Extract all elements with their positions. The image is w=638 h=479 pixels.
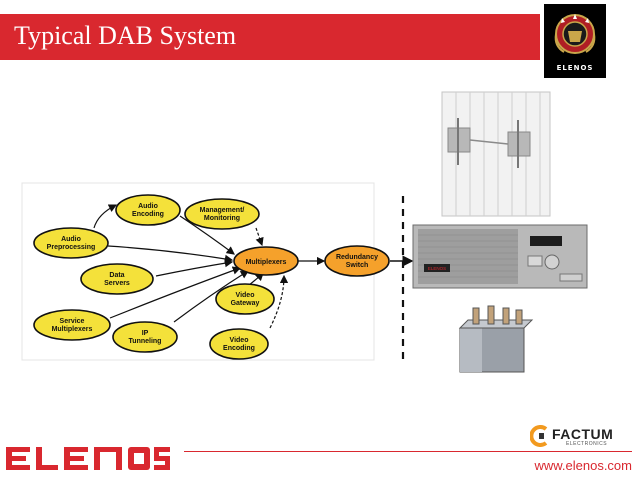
node-ip-tunneling xyxy=(112,321,178,353)
label-multiplexers: Multiplexers xyxy=(246,259,287,266)
slide-title: Typical DAB System xyxy=(14,21,237,50)
factum-name: FACTUM xyxy=(552,426,614,442)
footer-divider xyxy=(184,451,632,452)
elenos-wordmark-icon xyxy=(6,447,170,470)
factum-logo: FACTUM ELECTRONICS xyxy=(530,425,626,449)
arrow-ip-to-mux xyxy=(173,270,250,323)
factum-c-icon xyxy=(530,425,548,447)
node-video-gateway xyxy=(215,283,275,315)
arrow-data-to-mux xyxy=(155,259,234,277)
node-management-monitoring xyxy=(184,198,260,230)
arrow-video-encoding-to-mux xyxy=(269,274,289,329)
arrow-encoding-to-mux xyxy=(179,215,235,255)
arrow-preprocessing-to-encoding xyxy=(93,204,118,229)
elenos-badge-logo: ELENOS xyxy=(544,4,606,78)
label-management-monitoring: Management/Monitoring xyxy=(200,207,245,222)
node-service-multiplexers xyxy=(33,309,111,341)
node-audio-encoding xyxy=(115,194,181,226)
arrow-preprocessing-to-mux xyxy=(107,245,234,264)
node-video-encoding xyxy=(209,328,269,360)
title-bar: Typical DAB System xyxy=(0,14,540,60)
node-data-servers xyxy=(80,263,154,295)
badge-emblem-icon xyxy=(554,14,596,54)
node-redundancy-switch xyxy=(324,245,390,277)
transmitter-image: ELENOS xyxy=(412,224,588,289)
arrow-management-to-mux xyxy=(255,227,264,247)
filter-combiner-image xyxy=(458,305,534,373)
node-multiplexers xyxy=(233,246,299,276)
arrow-service-mux-to-mux xyxy=(109,266,242,319)
transmitter-label: ELENOS xyxy=(428,266,446,271)
elenos-footer-logo xyxy=(6,447,170,471)
antenna-panel-image xyxy=(441,91,551,217)
node-audio-preprocessing xyxy=(33,227,109,259)
website-link[interactable]: www.elenos.com xyxy=(534,458,632,473)
factum-subtitle: ELECTRONICS xyxy=(566,441,608,447)
badge-logo-word: ELENOS xyxy=(556,64,594,72)
